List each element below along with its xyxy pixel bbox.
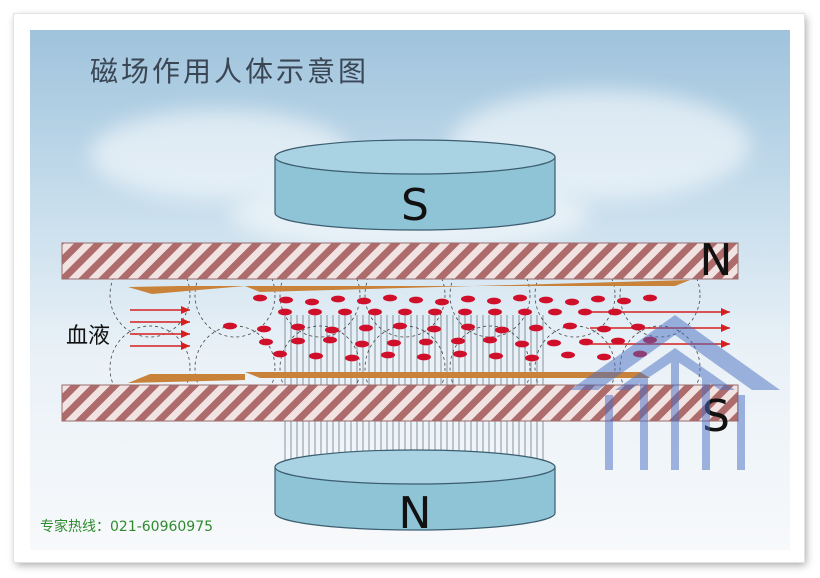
red-blood-cell [338,308,352,316]
field-loop [279,325,361,411]
red-blood-cell [518,308,532,316]
red-blood-cell [419,338,433,346]
flow-arrow-head [181,306,190,314]
field-loop [449,325,531,411]
red-blood-cell [305,298,319,306]
red-blood-cell [631,323,645,331]
red-blood-cell [565,298,579,306]
red-blood-cell [325,326,339,334]
flow-arrow-head [721,324,730,332]
magnet-vessel-diagram: S N S N [61,139,780,539]
red-blood-cell [393,322,407,330]
red-blood-cell [578,308,592,316]
flow-arrow-head [181,342,190,350]
plaque-deposit-top-left [128,286,245,294]
red-blood-cell [291,337,305,345]
red-blood-cell [461,295,475,303]
flow-arrow-head [721,308,730,316]
bottom-magnet-pole-label: N [399,488,432,539]
blood-label: 血液 [66,324,111,349]
vessel-bottom-wall [61,384,739,422]
red-blood-cell [417,353,431,361]
red-blood-cell [461,323,475,331]
red-blood-cell [279,296,293,304]
red-blood-cell [563,322,577,330]
red-blood-cell [291,323,305,331]
flow-arrow-head [721,340,730,348]
plaque-deposit-top [245,280,690,292]
red-blood-cell [608,308,622,316]
red-blood-cell [591,295,605,303]
red-blood-cell [453,350,467,358]
blood-cells [223,294,657,362]
red-blood-cell [451,337,465,345]
red-blood-cell [617,297,631,305]
red-blood-cell [611,337,625,345]
red-blood-cell [525,354,539,362]
red-blood-cell [223,322,237,330]
red-blood-cell [487,297,501,305]
red-blood-cell [398,308,412,316]
bottom-magnet: N [274,449,556,539]
red-blood-cell [257,325,271,333]
red-blood-cell [359,324,373,332]
red-blood-cell [428,308,442,316]
red-blood-cell [539,296,553,304]
red-blood-cell [427,325,441,333]
diagram-slide: 磁场作用人体示意图 S N S N [30,30,790,550]
red-blood-cell [495,326,509,334]
top-magnet-pole-label: S [401,180,429,231]
vessel-top-wall-label: N [700,235,733,286]
red-blood-cell [435,298,449,306]
red-blood-cell [278,308,292,316]
red-blood-cell [483,336,497,344]
red-blood-cell [323,336,337,344]
plaque-deposit-bottom-left [128,374,245,383]
red-blood-cell [488,308,502,316]
red-blood-cell [253,294,267,302]
red-blood-cell [355,340,369,348]
red-blood-cell [345,354,359,362]
red-blood-cell [515,340,529,348]
top-magnet: S [274,139,556,231]
red-blood-cell [409,296,423,304]
red-blood-cell [383,294,397,302]
red-blood-cell [561,351,575,359]
watermark-logo [570,315,780,470]
red-blood-cell [458,308,472,316]
plaque-deposit-bottom [245,372,650,378]
flow-arrow-head [181,318,190,326]
red-blood-cell [489,352,503,360]
red-blood-cell [368,308,382,316]
red-blood-cell [273,350,287,358]
red-blood-cell [547,339,561,347]
field-loop [109,325,191,411]
diagram-title: 磁场作用人体示意图 [90,55,370,88]
vessel-top-wall [61,242,739,280]
red-blood-cell [579,338,593,346]
red-blood-cell [548,308,562,316]
flow-arrow-head [181,330,190,338]
expert-hotline: 专家热线：021-60960975 [40,519,214,535]
red-blood-cell [597,325,611,333]
red-blood-cell [357,297,371,305]
red-blood-cell [387,339,401,347]
red-blood-cell [331,295,345,303]
red-blood-cell [643,294,657,302]
red-blood-cell [513,294,527,302]
red-blood-cell [381,351,395,359]
red-blood-cell [259,338,273,346]
red-blood-cell [308,308,322,316]
red-blood-cell [529,324,543,332]
red-blood-cell [597,353,611,361]
red-blood-cell [309,352,323,360]
